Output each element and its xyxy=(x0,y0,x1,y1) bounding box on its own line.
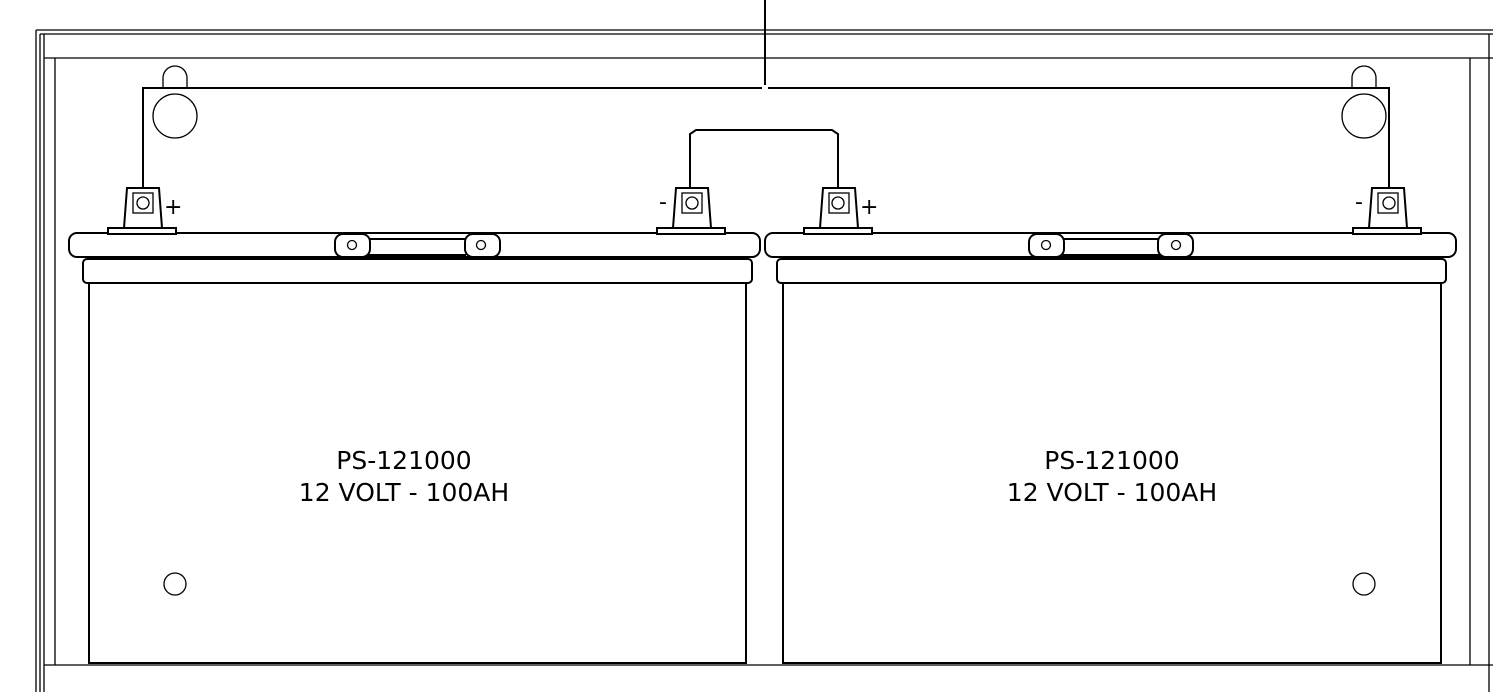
battery-1-negative-sign: - xyxy=(659,190,667,215)
battery-2-negative-terminal xyxy=(1352,187,1422,235)
battery-2-positive-sign: + xyxy=(860,195,878,220)
battery-1-model-label: PS-121000 xyxy=(336,446,471,475)
battery-1-negative-terminal xyxy=(656,187,726,235)
battery-1-positive-sign: + xyxy=(164,195,182,220)
battery-1-positive-terminal xyxy=(107,187,177,235)
keyhole-mount-left xyxy=(152,65,198,139)
battery-1: + - PS-121000 12 VOLT - 100AH xyxy=(68,187,761,664)
battery-1-spec-label: 12 VOLT - 100AH xyxy=(299,478,509,507)
battery-2-negative-sign: - xyxy=(1355,190,1363,215)
battery-2: + - PS-121000 12 VOLT - 100AH xyxy=(764,187,1457,664)
battery-2-spec-label: 12 VOLT - 100AH xyxy=(1007,478,1217,507)
series-jumper-cable xyxy=(689,129,839,188)
enclosure-frame xyxy=(35,29,1493,692)
battery-2-positive-terminal xyxy=(803,187,873,235)
keyhole-mount-right xyxy=(1341,65,1387,139)
main-output-cable xyxy=(142,0,1390,188)
battery-2-model-label: PS-121000 xyxy=(1044,446,1179,475)
